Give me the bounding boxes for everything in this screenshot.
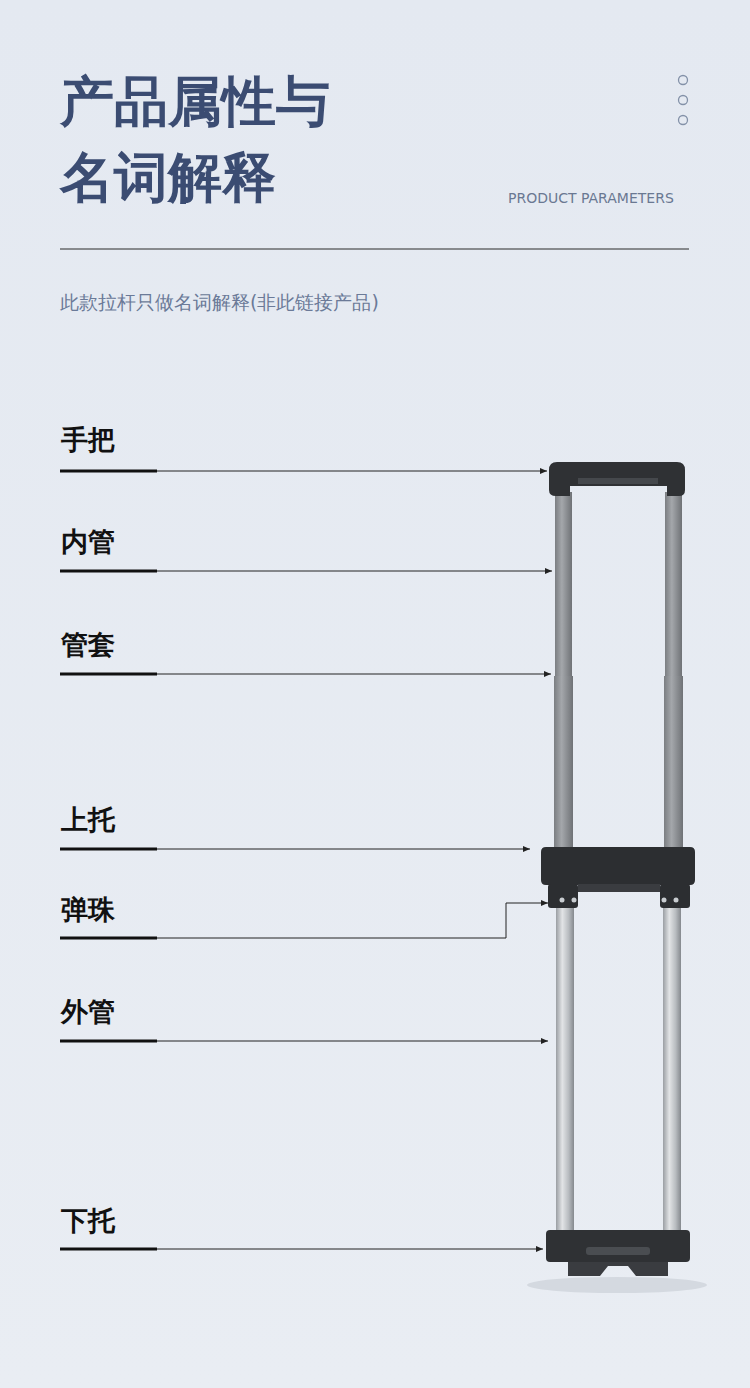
tube-sleeve: [664, 676, 683, 850]
label-underline: [60, 848, 157, 851]
leader-line: [157, 674, 551, 675]
lower-bracket-base: [568, 1262, 668, 1276]
leader-line: [157, 1041, 548, 1042]
decor-dots: [679, 76, 688, 125]
leader-line: [157, 849, 530, 850]
label-underline: [60, 937, 157, 940]
decor-dot: [679, 76, 688, 85]
divider-line: [60, 249, 689, 250]
upper-bracket-foot: [660, 884, 690, 908]
spring-button: [662, 898, 667, 903]
leader-line: [157, 571, 552, 572]
label-underline: [60, 673, 157, 676]
part-name: 弹珠: [61, 894, 115, 926]
part-name: 内管: [61, 526, 115, 558]
lower-bracket: [546, 1230, 690, 1262]
tube-sleeve: [554, 676, 573, 850]
leader-lines: [60, 471, 552, 1249]
lower-bracket-slot: [586, 1247, 650, 1255]
leader-line: [157, 903, 548, 938]
leader-line: [157, 1249, 543, 1250]
leader-line: [157, 471, 547, 472]
upper-bracket: [541, 847, 695, 885]
subtitle-en: PRODUCT PARAMETERS: [508, 190, 674, 207]
part-name: 下托: [61, 1205, 115, 1237]
label-underline: [60, 1248, 157, 1251]
part-name: 外管: [61, 996, 115, 1028]
floor-shadow: [527, 1277, 707, 1293]
page-title: 产品属性与 名词解释: [60, 64, 360, 216]
part-name: 手把: [61, 424, 115, 456]
note-text: 此款拉杆只做名词解释(非此链接产品): [60, 291, 379, 314]
upper-bracket-foot: [548, 884, 578, 908]
label-underline: [60, 570, 157, 573]
handle: [549, 462, 685, 496]
handle-grip: [578, 478, 658, 484]
spring-button: [674, 898, 679, 903]
outer-tube: [663, 905, 681, 1235]
label-underline: [60, 470, 157, 473]
decor-dot: [679, 96, 688, 105]
outer-tube: [556, 905, 574, 1235]
spring-button: [572, 898, 577, 903]
part-name: 管套: [61, 629, 115, 661]
decor-dot: [679, 116, 688, 125]
spring-button: [560, 898, 565, 903]
inner-tube: [555, 492, 572, 676]
inner-tube: [665, 492, 682, 676]
part-name: 上托: [61, 804, 115, 836]
label-underline: [60, 1040, 157, 1043]
upper-bracket-plate: [578, 884, 660, 892]
